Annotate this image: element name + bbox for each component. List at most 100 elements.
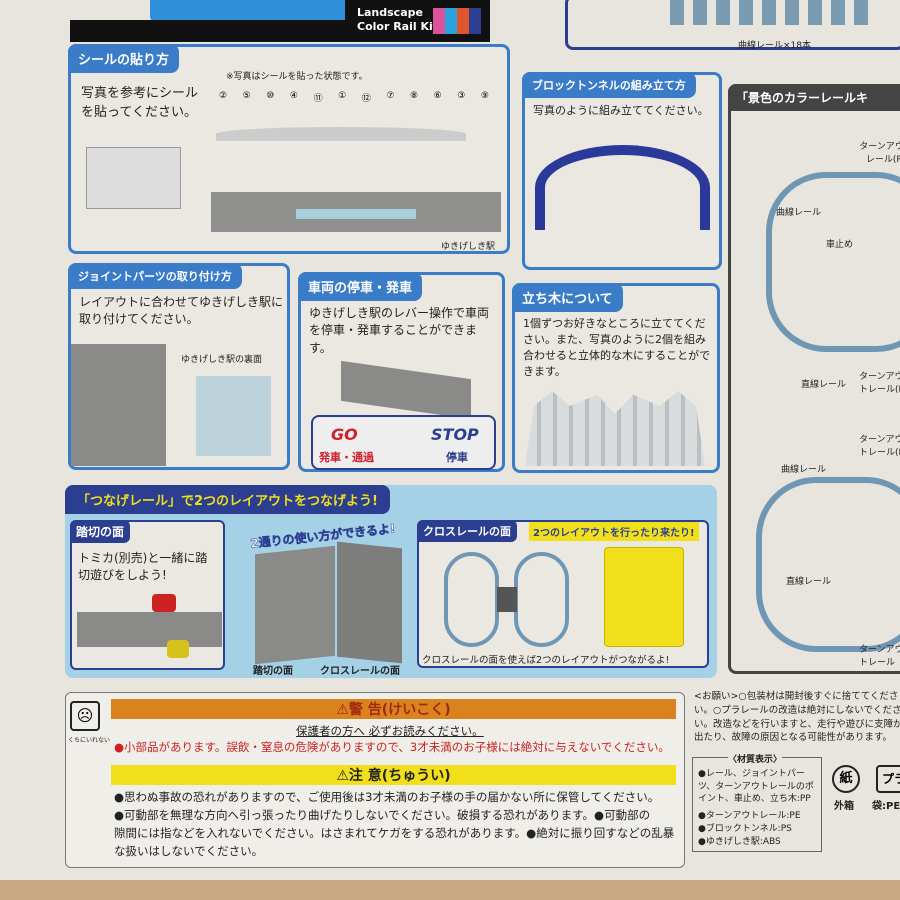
crossing-box: 踏切の面 トミカ(別売)と一緒に踏切遊びをしよう! [70, 520, 225, 670]
sticker-number: ③ [457, 91, 466, 101]
trees-image [525, 391, 705, 466]
caution-line: な扱いはしないでください。 [114, 844, 264, 858]
red-car [152, 594, 176, 612]
stop-label: 停車 [446, 451, 468, 464]
rail-layout-bottom [756, 477, 900, 652]
sticker-number: ⑧ [410, 91, 419, 101]
curve-rail-panel [565, 0, 900, 50]
warning-title: ⚠警 告(けいこく) [111, 699, 676, 719]
trees-body: 1個ずつお好きなところに立ててください。また、写真のように2個を組み合わせると立… [523, 317, 711, 378]
crossing-image [77, 612, 222, 647]
station-platform [296, 209, 416, 219]
color-swatch [469, 8, 481, 34]
notes-text: <お願い>○包装材は開封後すぐに捨ててください。○プラレールの改造は絶対にしない… [694, 691, 900, 744]
kit-label: 曲線レール [776, 208, 822, 218]
tunnel-image [535, 145, 710, 230]
sticker-note: ※写真はシールを貼った状態です。 [226, 72, 368, 82]
trees-title: 立ち木について [512, 283, 623, 312]
tunnel-title: ブロックトンネルの組み立て方 [522, 72, 696, 98]
kit-label: ターンアウトレール [859, 645, 900, 668]
go-label: 発車・通過 [319, 451, 374, 464]
material-item: ●ブロックトンネル:PS [698, 824, 792, 834]
sticker-body: 写真を参考にシールを貼ってください。 [81, 86, 199, 120]
title-graphic [150, 0, 380, 22]
materials-title: 〈材質表示〉 [728, 752, 783, 765]
kit-label: 直線レール [786, 577, 832, 587]
color-swatch [445, 8, 457, 34]
curve-rail-label: 曲線レール×18本 [738, 41, 811, 51]
tunnel-body: 写真のように組み立ててください。 [533, 104, 709, 117]
joint-body: レイアウトに合わせてゆきげしき駅に取り付けてください。 [79, 295, 284, 327]
cross-title: クロスレールの面 [417, 520, 517, 542]
kit-label: ターンアウトレール(R) [859, 435, 900, 458]
stop-body: ゆきげしき駅のレバー操作で車両を停車・発車することができます。 [309, 306, 490, 355]
sticker-number: ⑤ [242, 91, 251, 101]
kit-label: ターンアウトレール(R) [859, 142, 900, 165]
tunnel-panel: ブロックトンネルの組み立て方 写真のように組み立ててください。 [522, 72, 722, 270]
subtitle-line2: Color Rail Kit [357, 20, 439, 33]
kit-label: 曲線レール [781, 465, 827, 475]
plastic-recycle-icon: プラ [876, 765, 900, 793]
kit-label: 直線レール [801, 380, 847, 390]
rail-layout-top [766, 172, 900, 352]
sticker-number: ① [338, 91, 347, 101]
cross-box: クロスレールの面 2つのレイアウトを行ったり来たり! クロスレールの面を使えば2… [417, 520, 709, 668]
sticker-number: ⑥ [433, 91, 442, 101]
kit-label: ターンアウトレール(L) [859, 372, 900, 395]
sticker-number: ④ [289, 91, 298, 101]
connect-title: 「つなげレール」で2つのレイアウトをつなげよう! [65, 485, 390, 514]
caution-line: 隙間には指などを入れないでください。はさまれてケガをする恐れがあります。●絶対に… [114, 826, 675, 840]
sticker-number: ② [219, 91, 228, 101]
station-caption: ゆきげしき駅 [441, 242, 496, 252]
caution-line: ●可動部を無理な方向へ引っ張ったり曲げたりしないでください。破損する恐れがありま… [114, 808, 651, 822]
warning-text: ●小部品があります。誤飲・窒息の危険がありますので、3才未満のお子様には絶対に与… [114, 740, 670, 754]
loop-left [444, 552, 499, 647]
sticker-title: シールの貼り方 [68, 44, 180, 73]
plastic-label: 袋:PE [872, 801, 900, 812]
cross-caption: クロスレールの面を使えば2つのレイアウトがつながるよ! [422, 655, 670, 666]
loop-right [514, 552, 569, 647]
station-lever-image [341, 360, 471, 420]
subtitle-line1: Landscape [357, 6, 423, 19]
station-underside-image [71, 344, 166, 466]
sticker-panel: シールの貼り方 ※写真はシールを貼った状態です。 写真を参考にシールを貼ってくだ… [68, 44, 510, 254]
stop-panel: 車両の停車・発車 ゆきげしき駅のレバー操作で車両を停車・発車することができます。… [298, 272, 505, 472]
joint-panel: ジョイントパーツの取り付け方 レイアウトに合わせてゆきげしき駅に取り付けてくださ… [68, 263, 290, 470]
label-cross-face: クロスレールの面 [320, 666, 400, 677]
no-mouth-icon: ☹ [70, 701, 100, 731]
cross-badge: 2つのレイアウトを行ったり来たり! [529, 522, 699, 541]
joint-callout: ゆきげしき駅の裏面 [181, 355, 263, 365]
joint-title: ジョイントパーツの取り付け方 [68, 263, 242, 289]
kit-title: 「景色のカラーレールキ [728, 84, 900, 111]
lever-inset [311, 415, 496, 470]
crossing-body: トミカ(別売)と一緒に踏切遊びをしよう! [78, 551, 208, 583]
cross-rail-piece [497, 587, 517, 612]
sticker-number: ⑦ [386, 91, 395, 101]
stop-text: STOP [431, 425, 479, 444]
materials-box: 〈材質表示〉 ●レール、ジョイントパーツ、ターンアウトレールのポイント、車止め、… [692, 752, 822, 852]
warning-sub: 保護者の方へ 必ずお読みください。 [296, 724, 484, 738]
joint-part-image [196, 376, 271, 456]
crossing-face-image [255, 545, 335, 665]
material-item: ●レール、ジョイントパーツ、ターンアウトレールのポイント、車止め、立ち木:PP [698, 769, 814, 805]
cross-diagram [604, 547, 684, 647]
sticker-number: ⑪ [313, 94, 323, 104]
sticker-number: ⑨ [480, 91, 489, 101]
curve-rails [670, 0, 870, 25]
label-crossing-face: 踏切の面 [253, 666, 293, 677]
color-swatch [433, 8, 445, 34]
paper-label: 外箱 [834, 801, 854, 812]
yellow-car [167, 640, 189, 658]
connect-panel: 「つなげレール」で2つのレイアウトをつなげよう! 踏切の面 トミカ(別売)と一緒… [65, 485, 717, 678]
color-swatch [457, 8, 469, 34]
material-item: ●ターンアウトレール:PE [698, 811, 801, 821]
kit-panel: 「景色のカラーレールキ ターンアウトレール(R) 曲線レール 車止め 直線レール… [728, 84, 900, 674]
material-item: ●ゆきげしき駅:ABS [698, 837, 781, 847]
paper-recycle-icon: 紙 [832, 765, 860, 793]
color-swatches [433, 8, 481, 34]
icon-caption: くちにいれない [68, 737, 111, 744]
stop-title: 車両の停車・発車 [298, 272, 423, 301]
sticker-number: ⑩ [266, 91, 275, 101]
caution-title: ⚠注 意(ちゅうい) [111, 765, 676, 785]
